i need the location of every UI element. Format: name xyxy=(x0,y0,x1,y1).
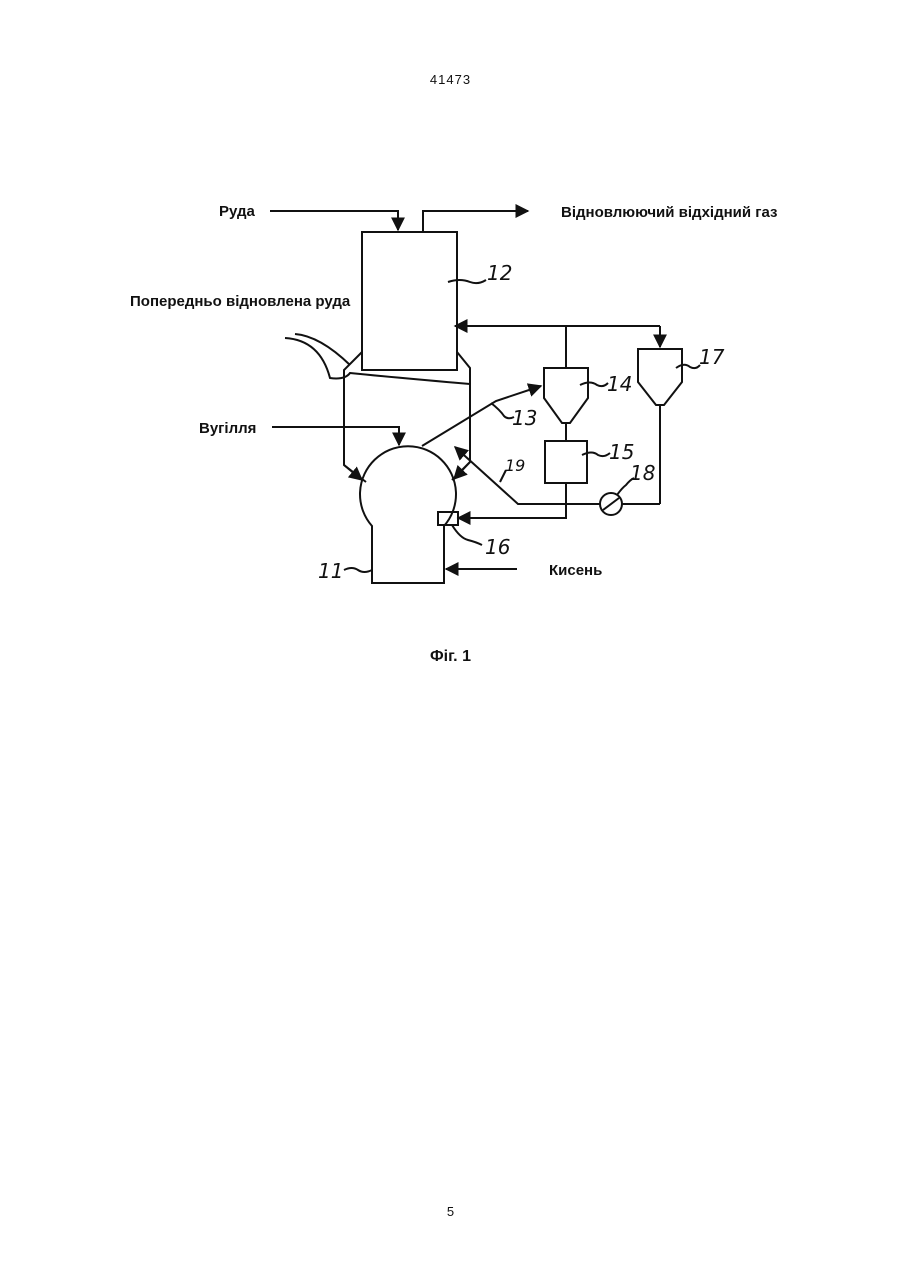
ref-19: 19 xyxy=(505,456,525,475)
leader-14 xyxy=(580,383,608,387)
process-diagram: Руда Відновлюючий відхідний газ Попередн… xyxy=(0,0,901,640)
line-15-to-16 xyxy=(458,483,566,518)
ref-11: 11 xyxy=(318,559,343,583)
prereduced-ore-pipe xyxy=(285,338,470,384)
label-prereduced-ore: Попередньо відновлена руда xyxy=(130,293,351,310)
cyclone-17 xyxy=(638,349,682,405)
offgas-line xyxy=(423,211,528,232)
ref-17: 17 xyxy=(699,345,725,369)
leader-16 xyxy=(452,525,482,545)
burner-16 xyxy=(438,512,458,525)
ore-feed-line xyxy=(270,211,398,230)
ore-into-gasifier-left xyxy=(344,465,362,480)
recycle-line-19 xyxy=(455,447,600,504)
figure-caption: Фіг. 1 xyxy=(0,648,901,666)
melter-gasifier-shell xyxy=(344,352,470,482)
melter-gasifier-11 xyxy=(360,446,456,583)
ref-12: 12 xyxy=(487,261,512,285)
ore-into-gasifier-right xyxy=(454,462,470,479)
compressor-18-mark xyxy=(603,498,619,510)
label-ore: Руда xyxy=(219,203,255,220)
page-number: 5 xyxy=(0,1204,901,1219)
label-oxygen: Кисень xyxy=(549,562,602,579)
pre-reduction-shaft-12 xyxy=(362,232,457,370)
label-coal: Вугілля xyxy=(199,420,256,437)
coal-feed-line xyxy=(272,427,399,445)
ref-14: 14 xyxy=(607,372,632,396)
leader-11 xyxy=(344,568,372,572)
cyclone-14 xyxy=(544,368,588,423)
label-reducing-offgas: Відновлюючий відхідний газ xyxy=(561,204,778,221)
ref-13: 13 xyxy=(512,406,537,430)
cooler-15 xyxy=(545,441,587,483)
ref-18: 18 xyxy=(630,461,655,485)
leader-13 xyxy=(491,403,514,418)
ref-16: 16 xyxy=(485,535,510,559)
leader-12 xyxy=(448,280,486,283)
leader-17 xyxy=(676,365,700,368)
